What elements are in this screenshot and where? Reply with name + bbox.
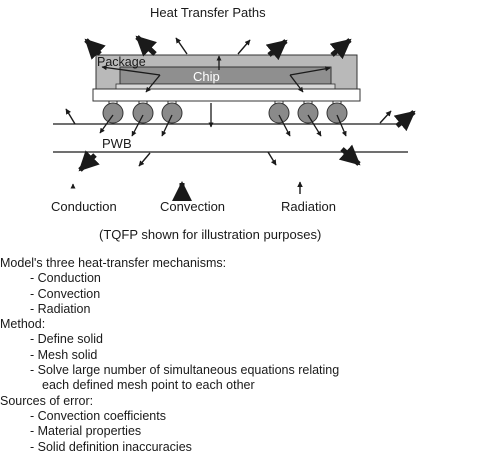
- diagram-title: Heat Transfer Paths: [150, 5, 266, 20]
- legend-radiation-label: Radiation: [281, 199, 336, 214]
- error-item: - Material properties: [30, 424, 142, 439]
- method-item: - Mesh solid: [30, 347, 98, 362]
- errors-heading: Sources of error:: [0, 393, 94, 408]
- legend-convection-label: Convection: [160, 199, 226, 214]
- conduction-arrows: [99, 55, 347, 137]
- package-label: Package: [97, 55, 146, 69]
- notes-block: Model's three heat-transfer mechanisms: …: [0, 256, 339, 455]
- radiation-arrows: [65, 37, 392, 167]
- error-item: - Solid definition inaccuracies: [30, 439, 192, 454]
- pwb-label: PWB: [102, 136, 132, 151]
- solder-balls: [102, 100, 348, 124]
- mechanism-item: - Convection: [30, 286, 101, 301]
- legend-conduction-label: Conduction: [51, 199, 117, 214]
- package-base: [92, 88, 361, 102]
- method-item-continuation: each defined mesh point to each other: [42, 378, 255, 393]
- heat-transfer-diagram: [53, 35, 416, 201]
- convection-arrows: [78, 35, 416, 172]
- chip-die: [119, 66, 332, 85]
- method-heading: Method:: [0, 317, 46, 332]
- caption: (TQFP shown for illustration purposes): [99, 227, 322, 242]
- mechanism-item: - Radiation: [30, 301, 91, 316]
- method-item: - Solve large number of simultaneous equ…: [30, 363, 340, 378]
- method-item: - Define solid: [30, 332, 103, 347]
- chip-label: Chip: [193, 69, 220, 84]
- mechanism-item: - Conduction: [30, 271, 101, 286]
- error-item: - Convection coefficients: [30, 408, 166, 423]
- mechanisms-heading: Model's three heat-transfer mechanisms:: [0, 256, 227, 270]
